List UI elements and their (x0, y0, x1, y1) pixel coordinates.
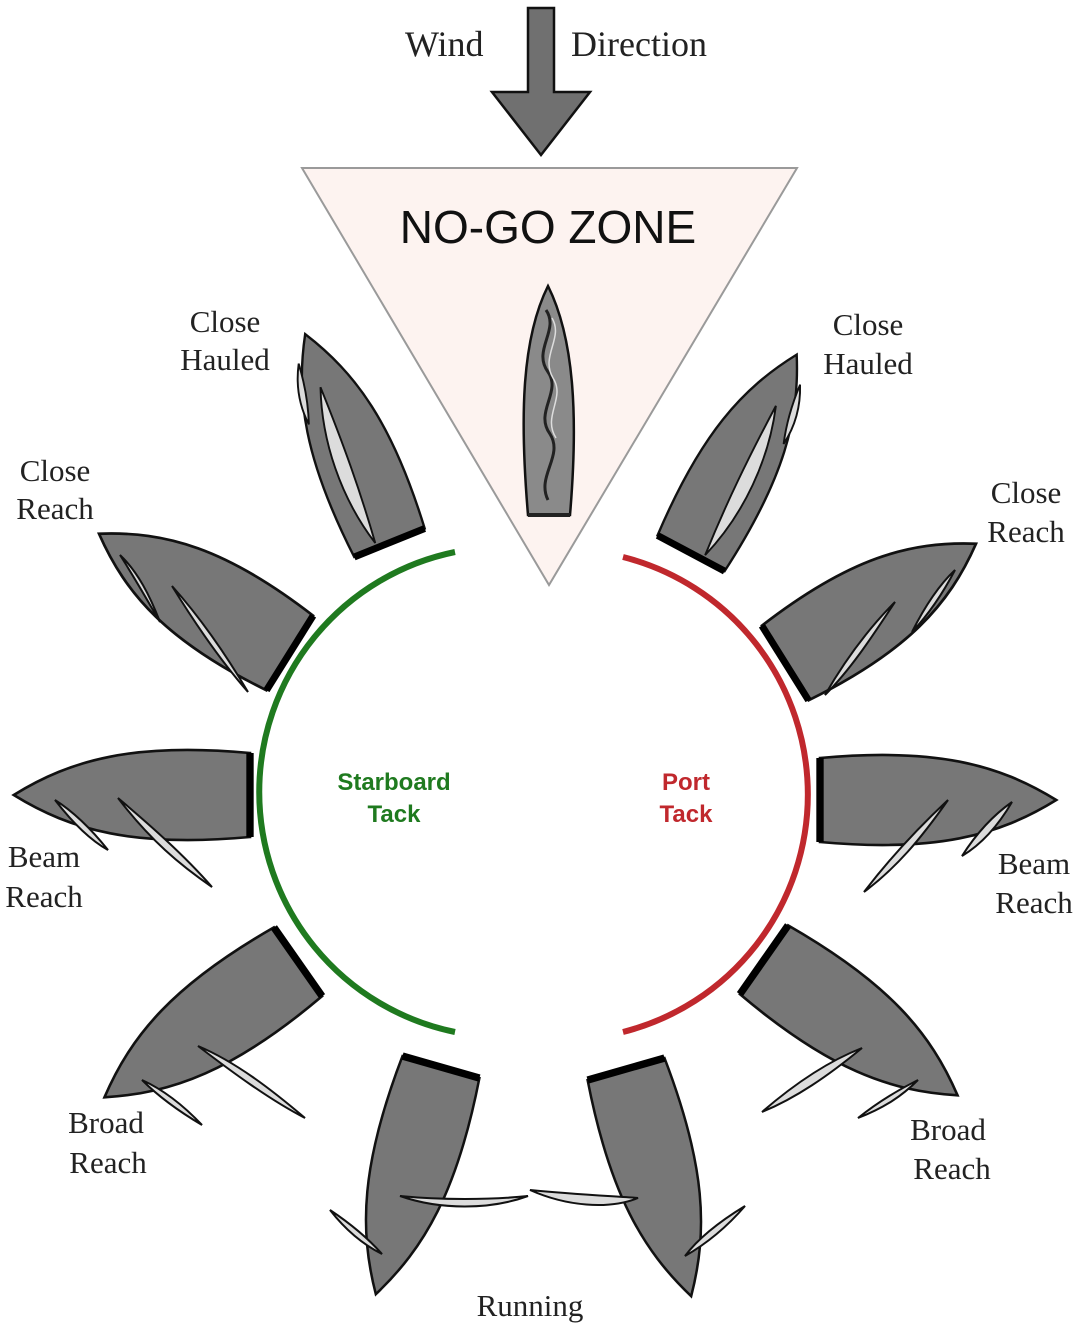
label-beam-reach-right-l1: Beam (998, 846, 1070, 881)
label-close-reach-right-l1: Close (991, 475, 1062, 510)
port-tack-label-line2: Tack (660, 801, 714, 828)
boat-beam-reach-starboard (14, 750, 250, 840)
starboard-tack-label-line1: Starboard (337, 769, 450, 796)
label-running: Running (477, 1288, 584, 1323)
boat-close-hauled-starboard (267, 319, 427, 558)
starboard-tack-label-line2: Tack (368, 801, 422, 828)
boat-close-hauled-port (655, 335, 833, 572)
boat-beam-reach-port (820, 755, 1056, 845)
label-close-hauled-left-l1: Close (190, 304, 261, 339)
label-broad-reach-right-l1: Broad (910, 1112, 986, 1147)
sail-broad-reach-starboard (198, 1046, 305, 1118)
sail-broad-reach-port (762, 1048, 862, 1112)
label-close-reach-right-l2: Reach (987, 514, 1065, 549)
boat-running-port (585, 1057, 733, 1308)
port-tack-label-line1: Port (662, 769, 710, 796)
label-close-reach-left-l2: Reach (16, 491, 94, 526)
label-beam-reach-left-l2: Reach (5, 879, 83, 914)
label-close-hauled-right-l2: Hauled (823, 346, 913, 381)
boat-close-reach-port (760, 504, 1001, 703)
label-beam-reach-left-l1: Beam (8, 839, 80, 874)
direction-label: Direction (571, 24, 707, 64)
wind-label: Wind (405, 24, 484, 64)
boat-running-starboard (335, 1055, 483, 1306)
label-broad-reach-left-l2: Reach (69, 1145, 147, 1180)
label-close-hauled-left-l2: Hauled (180, 342, 270, 377)
boat-close-reach-starboard (74, 494, 315, 693)
label-beam-reach-right-l2: Reach (995, 885, 1073, 920)
label-close-hauled-right-l1: Close (833, 307, 904, 342)
no-go-zone-label: NO-GO ZONE (400, 201, 696, 253)
label-broad-reach-left-l1: Broad (68, 1105, 144, 1140)
label-close-reach-left-l1: Close (20, 453, 91, 488)
label-broad-reach-right-l2: Reach (913, 1151, 991, 1186)
jib-broad-reach-port (858, 1080, 918, 1118)
